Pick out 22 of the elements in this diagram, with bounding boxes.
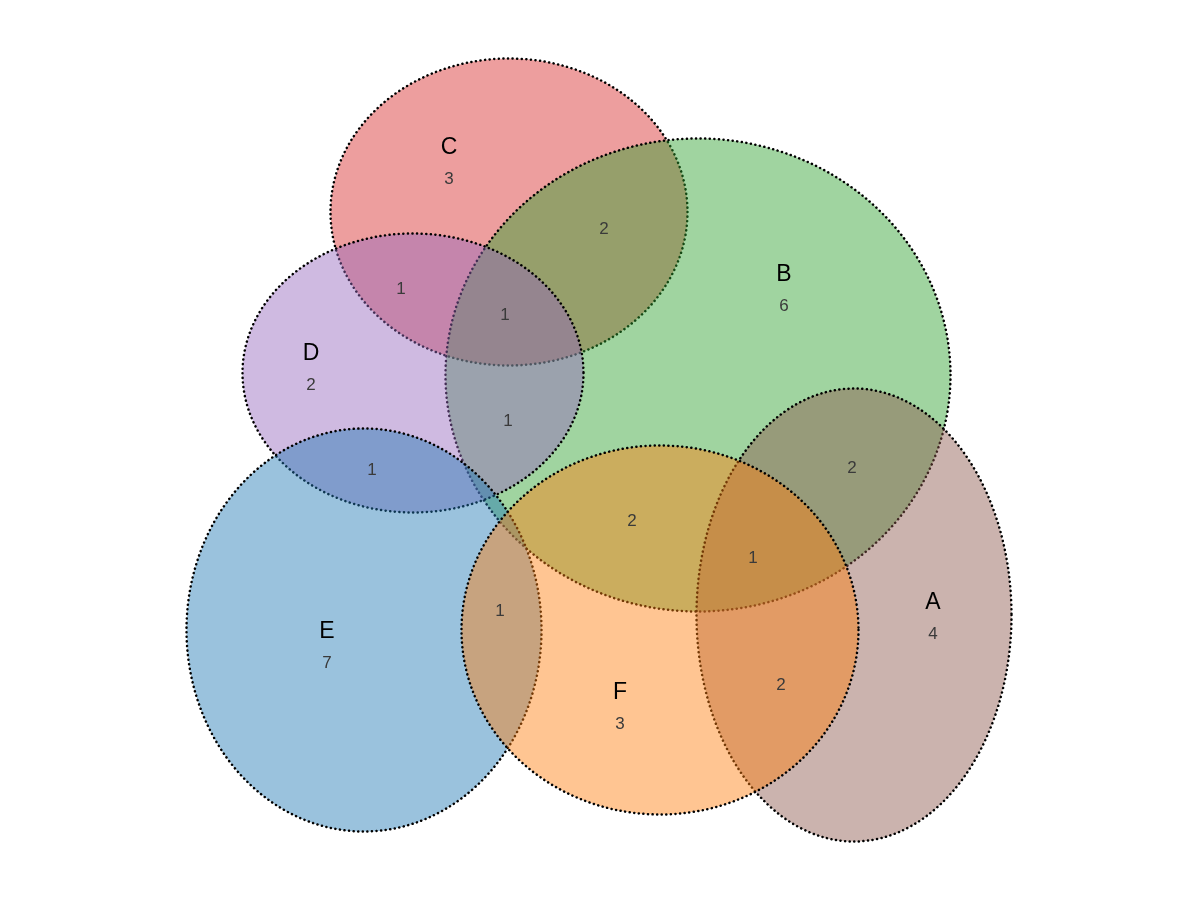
- set-count: 4: [928, 624, 938, 642]
- region-count: 2: [847, 458, 857, 476]
- region-count: 2: [776, 675, 786, 693]
- region-count: 1: [500, 305, 510, 323]
- set-name: C: [440, 134, 458, 158]
- region-count: 1: [503, 411, 513, 429]
- set-name: F: [612, 679, 628, 703]
- region-count: 1: [495, 601, 505, 619]
- region-count: 1: [396, 279, 406, 297]
- set-name: D: [302, 340, 320, 364]
- set-count: 3: [615, 714, 625, 732]
- set-count: 2: [306, 375, 316, 393]
- region-count: 1: [367, 460, 377, 478]
- region-count: 2: [599, 219, 609, 237]
- region-count: 2: [627, 511, 637, 529]
- set-count: 7: [322, 653, 332, 671]
- set-count: 3: [444, 169, 454, 187]
- set-count: 6: [779, 296, 789, 314]
- region-count: 1: [748, 548, 758, 566]
- set-name: E: [319, 618, 335, 642]
- set-name: B: [776, 261, 792, 285]
- set-name: A: [925, 589, 941, 613]
